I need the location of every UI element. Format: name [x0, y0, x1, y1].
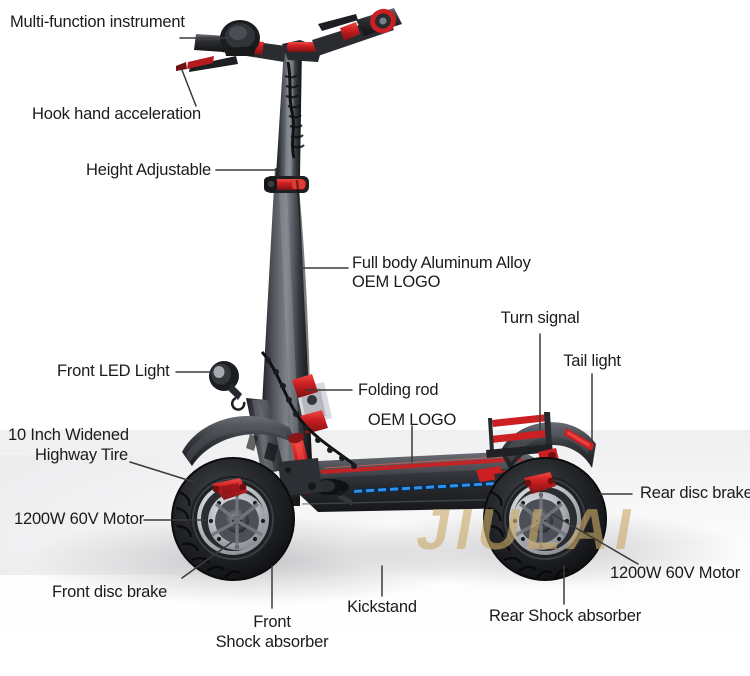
rear-brake-caliper — [524, 472, 556, 494]
label-front-led-light: Front LED Light — [57, 362, 170, 380]
label-rear-motor: 1200W 60V Motor — [610, 564, 740, 582]
blue-led-strip — [352, 479, 520, 494]
label-rear-shock-absorber: Rear Shock absorber — [488, 607, 642, 625]
kickstand-part — [337, 490, 352, 506]
label-hook-hand-acceleration: Hook hand acceleration — [32, 105, 201, 123]
label-front-shock-line2: Shock absorber — [215, 633, 329, 651]
front-headlight — [209, 361, 246, 411]
label-folding-rod: Folding rod — [358, 381, 439, 399]
label-tail-light: Tail light — [563, 352, 621, 370]
label-front-shock-line1: Front — [253, 613, 291, 631]
folding-mechanism — [260, 350, 357, 469]
front-brake-caliper — [212, 478, 248, 500]
bar-end-cap-right — [370, 8, 396, 34]
front-suspension-group — [182, 398, 322, 496]
label-front-disc-brake: Front disc brake — [52, 583, 168, 601]
label-turn-signal: Turn signal — [500, 309, 580, 327]
label-height-adjustable: Height Adjustable — [86, 161, 212, 179]
height-adjust-clamp — [264, 176, 309, 193]
tail-light — [564, 428, 594, 451]
front-wheel — [171, 457, 295, 581]
label-oem-logo-stem: OEM LOGO — [352, 273, 441, 291]
label-multi-function-instrument: Multi-function instrument — [10, 13, 185, 31]
label-front-motor: 1200W 60V Motor — [14, 510, 144, 528]
label-ten-inch-tire-line2: Highway Tire — [35, 446, 128, 464]
instrument-pod — [220, 20, 260, 56]
turn-signal-arms — [486, 412, 553, 458]
label-kickstand: Kickstand — [347, 598, 417, 616]
rear-wheel — [483, 457, 607, 581]
label-full-body-aluminum-alloy: Full body Aluminum Alloy — [352, 254, 531, 272]
label-ten-inch-tire-line1: 10 Inch Widened — [8, 426, 129, 444]
label-oem-logo-deck: OEM LOGO — [367, 411, 457, 429]
throttle-lever — [176, 56, 214, 71]
label-rear-disc-brake: Rear disc brake — [640, 484, 750, 502]
